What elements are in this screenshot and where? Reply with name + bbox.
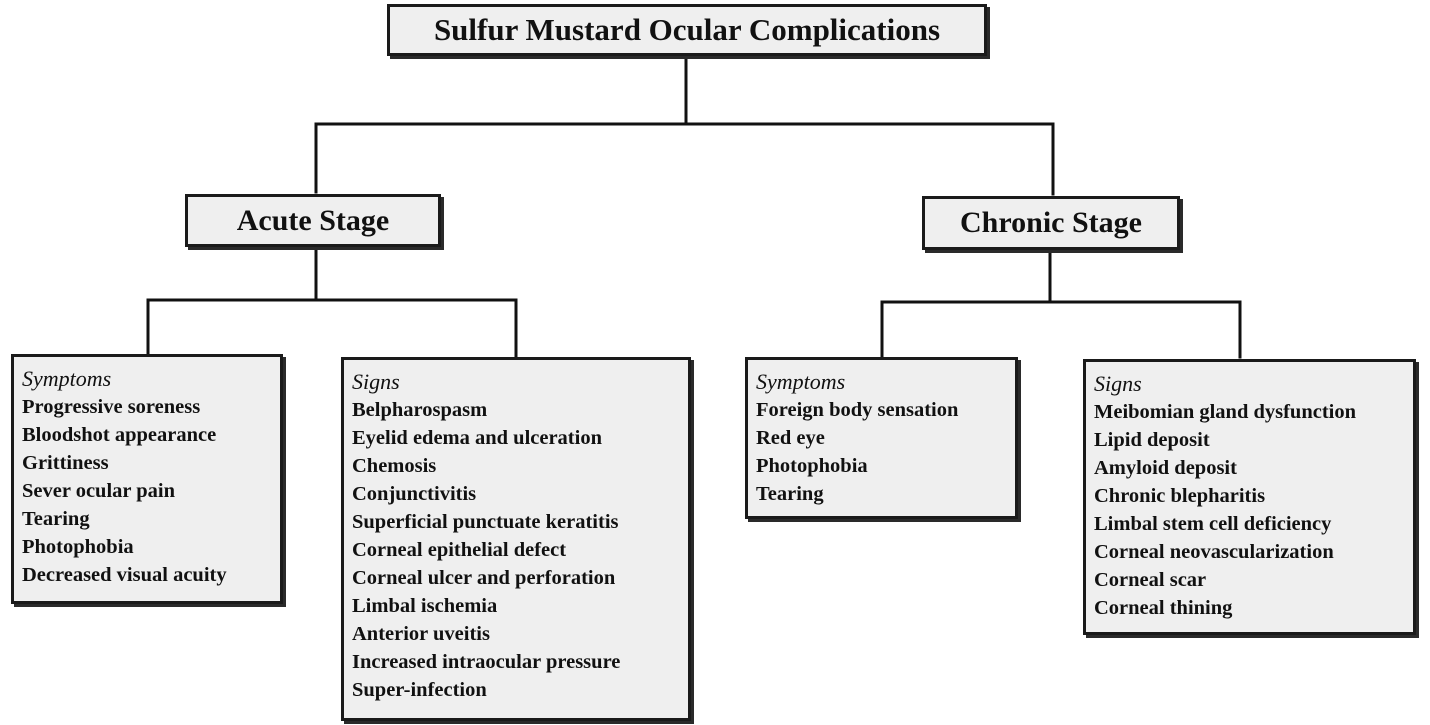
acute-signs-list: Belpharospasm Eyelid edema and ulceratio…: [352, 396, 688, 704]
acute-symptoms-box: Symptoms Progressive soreness Bloodshot …: [11, 354, 283, 604]
list-item: Tearing: [756, 483, 824, 505]
list-item: Limbal stem cell deficiency: [1094, 513, 1332, 535]
list-item: Increased intraocular pressure: [352, 651, 621, 673]
root-title: Sulfur Mustard Ocular Complications: [433, 12, 941, 47]
list-item: Sever ocular pain: [22, 480, 175, 502]
acute-signs-heading: Signs: [352, 369, 400, 394]
list-item: Anterior uveitis: [352, 623, 490, 645]
chronic-symptoms-heading: Symptoms: [756, 369, 846, 394]
list-item: Eyelid edema and ulceration: [352, 427, 602, 449]
list-item: Conjunctivitis: [352, 483, 477, 505]
list-item: Decreased visual acuity: [22, 564, 227, 586]
list-item: Corneal epithelial defect: [352, 539, 567, 561]
chronic-signs-list: Meibomian gland dysfunction Lipid deposi…: [1094, 398, 1413, 622]
acute-signs-box: Signs Belpharospasm Eyelid edema and ulc…: [341, 357, 691, 721]
list-item: Bloodshot appearance: [22, 424, 217, 446]
list-item: Limbal ischemia: [352, 595, 498, 617]
acute-stage-box: Acute Stage: [185, 194, 441, 247]
list-item: Corneal neovascularization: [1094, 541, 1334, 563]
list-item: Belpharospasm: [352, 399, 488, 421]
chronic-stage-box: Chronic Stage: [922, 196, 1180, 250]
list-item: Red eye: [756, 427, 825, 449]
chronic-signs-box: Signs Meibomian gland dysfunction Lipid …: [1083, 359, 1416, 635]
list-item: Superficial punctuate keratitis: [352, 511, 619, 533]
list-item: Lipid deposit: [1094, 429, 1210, 451]
acute-stage-label: Acute Stage: [236, 203, 390, 237]
list-item: Meibomian gland dysfunction: [1094, 401, 1356, 423]
list-item: Chronic blepharitis: [1094, 485, 1266, 507]
chronic-symptoms-list: Foreign body sensation Red eye Photophob…: [756, 396, 1015, 508]
list-item: Corneal scar: [1094, 569, 1207, 591]
list-item: Chemosis: [352, 455, 437, 477]
list-item: Progressive soreness: [22, 396, 201, 418]
list-item: Corneal thining: [1094, 597, 1233, 619]
list-item: Photophobia: [756, 455, 868, 477]
root-title-box: Sulfur Mustard Ocular Complications: [387, 4, 987, 56]
list-item: Photophobia: [22, 536, 134, 558]
acute-symptoms-list: Progressive soreness Bloodshot appearanc…: [22, 393, 280, 589]
chronic-signs-heading: Signs: [1094, 371, 1142, 396]
list-item: Foreign body sensation: [756, 399, 959, 421]
list-item: Grittiness: [22, 452, 109, 474]
acute-symptoms-heading: Symptoms: [22, 366, 112, 391]
chronic-symptoms-box: Symptoms Foreign body sensation Red eye …: [745, 357, 1018, 519]
list-item: Corneal ulcer and perforation: [352, 567, 616, 589]
chronic-stage-label: Chronic Stage: [960, 206, 1142, 239]
list-item: Super-infection: [352, 679, 487, 701]
list-item: Amyloid deposit: [1094, 457, 1237, 479]
list-item: Tearing: [22, 508, 90, 530]
